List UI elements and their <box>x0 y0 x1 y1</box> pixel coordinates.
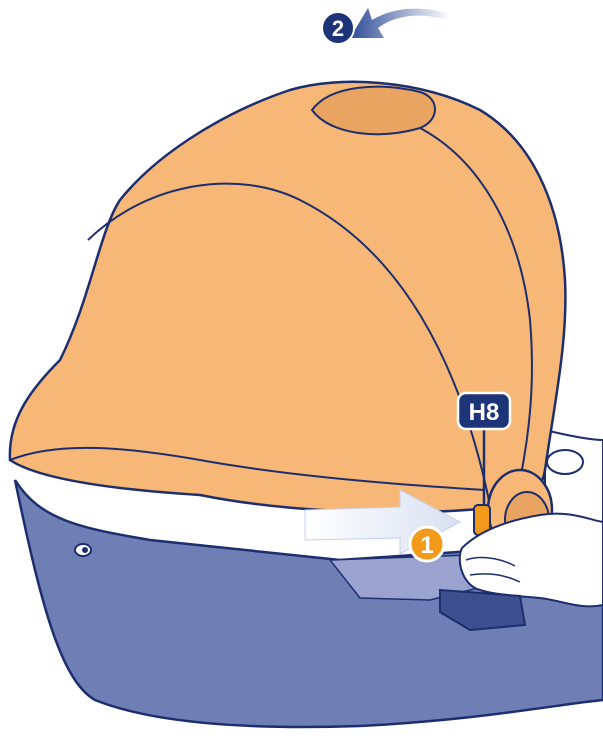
step-1-badge: 1 <box>410 527 444 561</box>
part-code-badge: H8 <box>458 393 510 429</box>
basket-stud <box>75 544 91 556</box>
curved-left-arrow <box>350 8 450 38</box>
step-2-badge: 2 <box>322 12 354 44</box>
seat-headrest <box>547 450 583 474</box>
step-2-label: 2 <box>332 16 344 41</box>
part-code-label: H8 <box>469 399 500 426</box>
step-1-label: 1 <box>420 532 433 559</box>
